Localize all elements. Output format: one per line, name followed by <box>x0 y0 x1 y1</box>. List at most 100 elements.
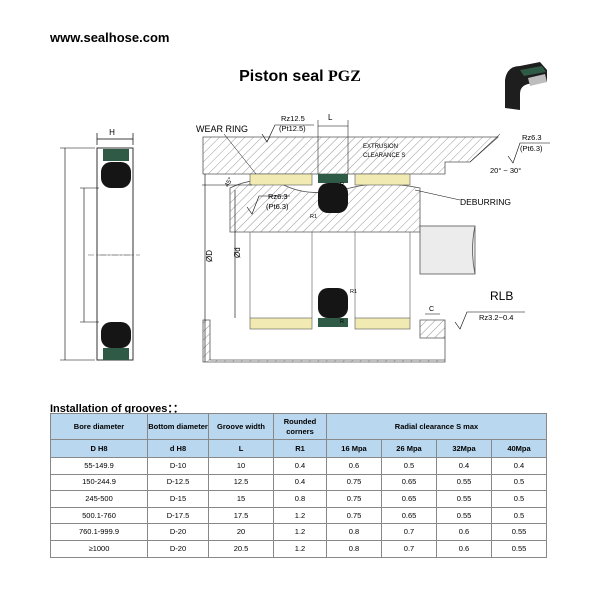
table-cell: 0.55 <box>491 523 547 541</box>
clearance-label: CLEARANCE S <box>363 153 405 159</box>
subheader-cell: 16 Mpa <box>326 439 382 458</box>
table-cell: 0.4 <box>273 457 327 475</box>
title-main: Piston seal <box>239 68 329 85</box>
table-row: 55-149.9 D-10 10 0.4 0.6 0.5 0.4 0.4 <box>50 457 547 475</box>
rz-right-label: Rz6.3 <box>522 133 542 142</box>
r1-label-bottom: R1 <box>350 289 357 295</box>
table-cell: 500.1-760 <box>50 506 148 525</box>
table-subheader-row: D H8 d H8 L R1 16 Mpa 26 Mpa 32Mpa 40Mpa <box>50 439 547 458</box>
installation-cross-section <box>202 136 500 363</box>
table-cell: 20 <box>208 523 274 541</box>
table-row: 245-500 D-15 15 0.8 0.75 0.65 0.55 0.5 <box>50 490 547 508</box>
table-cell: 0.8 <box>326 523 382 541</box>
subheader-cell: R1 <box>273 439 327 458</box>
subheader-cell: D H8 <box>50 439 148 458</box>
table-cell: 760.1-999.9 <box>50 523 148 541</box>
diagram-annotations: WEAR RING Rz12.5 (Pt12.5) L EXTRUSION CL… <box>196 113 550 330</box>
r-label-bottom: R <box>340 319 344 325</box>
table-cell: 0.55 <box>436 490 492 508</box>
table-row: ≥1000 D-20 20.5 1.2 0.8 0.7 0.6 0.55 <box>50 539 547 558</box>
table-cell: 1.2 <box>273 506 327 525</box>
pt-top-label: (Pt12.5) <box>279 124 306 133</box>
rz-top-label: Rz12.5 <box>281 114 305 123</box>
header-rounded-corners: Rounded corners <box>273 413 327 440</box>
subheader-cell: 32Mpa <box>436 439 492 458</box>
angle-label: 20° ~ 30° <box>490 166 521 175</box>
piston-seal-diagram: H <box>60 62 550 363</box>
seal-front-view: H <box>60 128 140 361</box>
table-cell: 0.4 <box>491 457 547 475</box>
rz-bottom-label: Rz3.2~0.4 <box>479 313 513 322</box>
header-bottom-diameter: Bottom diameter <box>147 413 209 440</box>
pt-right-label: (Pt6.3) <box>520 144 543 153</box>
h-dimension-label: H <box>109 128 115 137</box>
table-cell: ≥1000 <box>50 539 148 558</box>
header-bore-diameter: Bore diameter <box>50 413 148 440</box>
id-label: Ød <box>233 247 242 258</box>
table-row: 150-244.9 D-12.5 12.5 0.4 0.75 0.65 0.55… <box>50 473 547 492</box>
table-cell: 0.4 <box>273 473 327 492</box>
table-cell: 0.55 <box>491 539 547 558</box>
extrusion-label: EXTRUSION <box>363 144 398 150</box>
groove-dimensions-table: Bore diameter Bottom diameter Groove wid… <box>50 413 547 558</box>
wear-ring-label: WEAR RING <box>196 124 248 134</box>
table-cell: D-17.5 <box>147 506 209 525</box>
table-cell: 0.75 <box>326 506 382 525</box>
rlb-label: RLB <box>490 289 513 303</box>
r-label-top: R <box>340 182 344 188</box>
table-cell: 0.5 <box>491 473 547 492</box>
table-cell: 0.8 <box>273 490 327 508</box>
table-cell: D-20 <box>147 539 209 558</box>
table-cell: 0.8 <box>326 539 382 558</box>
table-cell: 0.5 <box>381 457 437 475</box>
subheader-cell: d H8 <box>147 439 209 458</box>
table-cell: 0.55 <box>436 473 492 492</box>
table-row: 760.1-999.9 D-20 20 1.2 0.8 0.7 0.6 0.55 <box>50 523 547 541</box>
table-cell: 245-500 <box>50 490 148 508</box>
title-code: PGZ <box>328 68 361 85</box>
installation-title: Installation of grooves：： <box>50 403 184 415</box>
table-cell: 0.5 <box>491 490 547 508</box>
header-groove-width: Groove width <box>208 413 274 440</box>
table-row: 500.1-760 D-17.5 17.5 1.2 0.75 0.65 0.55… <box>50 506 547 525</box>
table-body: 55-149.9 D-10 10 0.4 0.6 0.5 0.4 0.4 150… <box>50 457 547 558</box>
subheader-cell: 40Mpa <box>491 439 547 458</box>
deburring-label: DEBURRING <box>460 197 511 207</box>
table-cell: 0.6 <box>326 457 382 475</box>
table-cell: 1.2 <box>273 523 327 541</box>
pt-mid-label: (Pt6.3) <box>266 202 289 211</box>
table-cell: 0.65 <box>381 490 437 508</box>
page-title: Piston seal PGZ <box>0 68 600 86</box>
table-cell: 1.2 <box>273 539 327 558</box>
table-header-row: Bore diameter Bottom diameter Groove wid… <box>50 413 547 440</box>
header-radial-clearance: Radial clearance S max <box>326 413 547 440</box>
r1-label-top: R1 <box>310 214 317 220</box>
table-cell: 55-149.9 <box>50 457 148 475</box>
c-dimension-label: C <box>429 306 434 313</box>
table-cell: D-12.5 <box>147 473 209 492</box>
subheader-cell: L <box>208 439 274 458</box>
seal-3d-icon <box>505 62 547 110</box>
table-cell: 0.6 <box>436 523 492 541</box>
table-cell: 0.65 <box>381 473 437 492</box>
table-cell: 0.7 <box>381 539 437 558</box>
od-label: ØD <box>205 250 214 262</box>
table-cell: 0.75 <box>326 473 382 492</box>
table-cell: 150-244.9 <box>50 473 148 492</box>
subheader-cell: 26 Mpa <box>381 439 437 458</box>
table-cell: D-10 <box>147 457 209 475</box>
table-cell: D-20 <box>147 523 209 541</box>
table-cell: 0.75 <box>326 490 382 508</box>
table-cell: 0.6 <box>436 539 492 558</box>
l-dimension-label: L <box>328 113 333 122</box>
table-cell: 0.4 <box>436 457 492 475</box>
table-cell: 15 <box>208 490 274 508</box>
table-cell: D-15 <box>147 490 209 508</box>
table-cell: 12.5 <box>208 473 274 492</box>
table-cell: 0.7 <box>381 523 437 541</box>
table-cell: 0.65 <box>381 506 437 525</box>
site-url: www.sealhose.com <box>50 30 170 45</box>
table-cell: 17.5 <box>208 506 274 525</box>
rz-mid-label: Rz6.3 <box>268 192 288 201</box>
table-cell: 10 <box>208 457 274 475</box>
